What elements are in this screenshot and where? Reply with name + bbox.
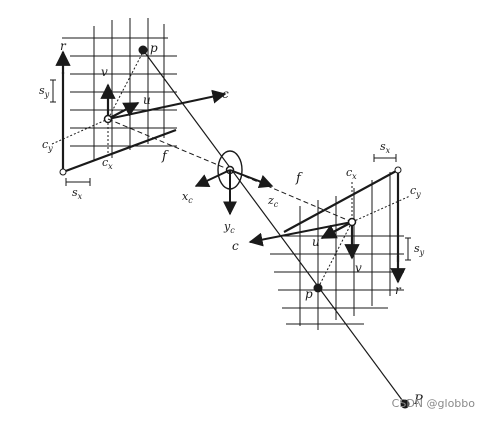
left-u-arrow	[107, 102, 140, 120]
label-left-p: p	[150, 41, 158, 55]
world-point-P	[400, 399, 410, 409]
label-world-P: P	[413, 393, 423, 408]
left-plane-edge-bottom	[62, 128, 177, 174]
right-cy-line	[351, 195, 411, 223]
label-f-right: f	[295, 171, 303, 186]
label-right-u: u	[312, 235, 320, 249]
label-zc: zc	[267, 194, 279, 209]
right-principal-point	[347, 217, 357, 227]
right-sx-bracket	[373, 154, 397, 162]
left-origin-point	[59, 168, 67, 176]
right-image-plane	[248, 154, 411, 330]
label-left-c: c	[222, 87, 229, 101]
right-sy-bracket	[405, 237, 411, 261]
label-left-v: v	[101, 65, 108, 79]
right-c-axis	[248, 221, 353, 247]
diagram-labels: r p v u c sy cy cx sx f f xc yc zc c sx …	[39, 39, 425, 408]
label-right-cy: cy	[410, 184, 421, 199]
label-right-cx: cx	[346, 166, 357, 181]
zc-axis	[229, 169, 274, 189]
label-yc: yc	[223, 220, 235, 235]
label-right-r: r	[395, 283, 402, 297]
label-xc: xc	[182, 190, 193, 205]
label-left-r: r	[60, 39, 67, 53]
label-f-left: f	[161, 149, 169, 164]
right-p-dotted	[317, 221, 353, 289]
right-plane-edge-top	[283, 169, 399, 233]
left-grid	[62, 18, 177, 160]
left-sx-bracket	[65, 178, 91, 186]
label-left-cx: cx	[102, 156, 113, 171]
right-image-point-p	[313, 283, 323, 293]
label-left-cy: cy	[42, 138, 53, 153]
left-p-dotted	[107, 51, 144, 120]
camera-center	[194, 150, 274, 216]
label-left-sy: sy	[39, 84, 50, 99]
label-right-sy: sy	[414, 242, 425, 257]
label-c-mid: c	[232, 239, 239, 253]
left-cy-line	[51, 118, 109, 145]
label-left-sx: sx	[72, 186, 83, 201]
label-right-p: p	[305, 287, 313, 301]
right-optical-axis	[229, 169, 353, 223]
label-right-v: v	[355, 261, 362, 275]
left-optical-axis	[107, 118, 231, 171]
left-sy-bracket	[50, 79, 56, 103]
right-u-arrow	[320, 221, 353, 239]
label-right-sx: sx	[380, 140, 391, 155]
projection-ray	[142, 49, 406, 405]
left-image-plane	[50, 18, 227, 186]
label-left-u: u	[143, 93, 151, 107]
left-c-axis	[107, 89, 227, 120]
xc-axis	[194, 169, 231, 187]
right-origin-point	[394, 166, 402, 174]
watermark: CSDN @globbo	[391, 397, 475, 410]
